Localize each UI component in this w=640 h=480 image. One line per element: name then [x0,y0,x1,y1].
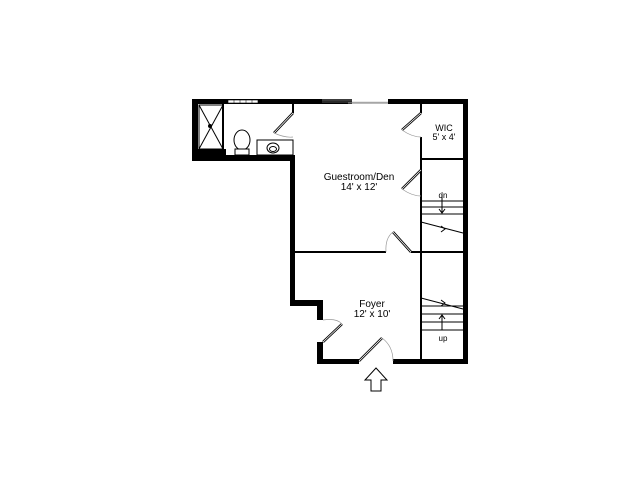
foyer-name: Foyer [359,299,385,310]
toilet-icon [233,129,251,156]
wic-size: 5' x 4' [433,132,456,142]
entry-arrow-icon [363,367,389,392]
bathroom-door [273,112,294,138]
stair-door-upper [401,169,422,197]
front-door [358,337,394,362]
stairs-up [420,297,464,331]
stairs-up-label: up [439,334,448,343]
window-top [227,99,259,104]
sliding-door-top [322,99,388,104]
stairs-down-label: dn [439,191,448,200]
exterior-walls [192,99,468,364]
sink-icon [256,139,294,156]
shower-icon [198,104,224,150]
foyer-side-door [322,319,343,343]
interior-walls [222,104,463,362]
wic-name: WIC [435,123,453,133]
guestroom-name: Guestroom/Den [324,172,395,183]
shower-curb [198,149,226,155]
stairs-down [420,195,464,234]
foyer-size: 12' x 10' [354,309,391,320]
guestroom-door [385,231,412,253]
guestroom-size: 14' x 12' [341,182,378,193]
wic-door [401,112,422,138]
